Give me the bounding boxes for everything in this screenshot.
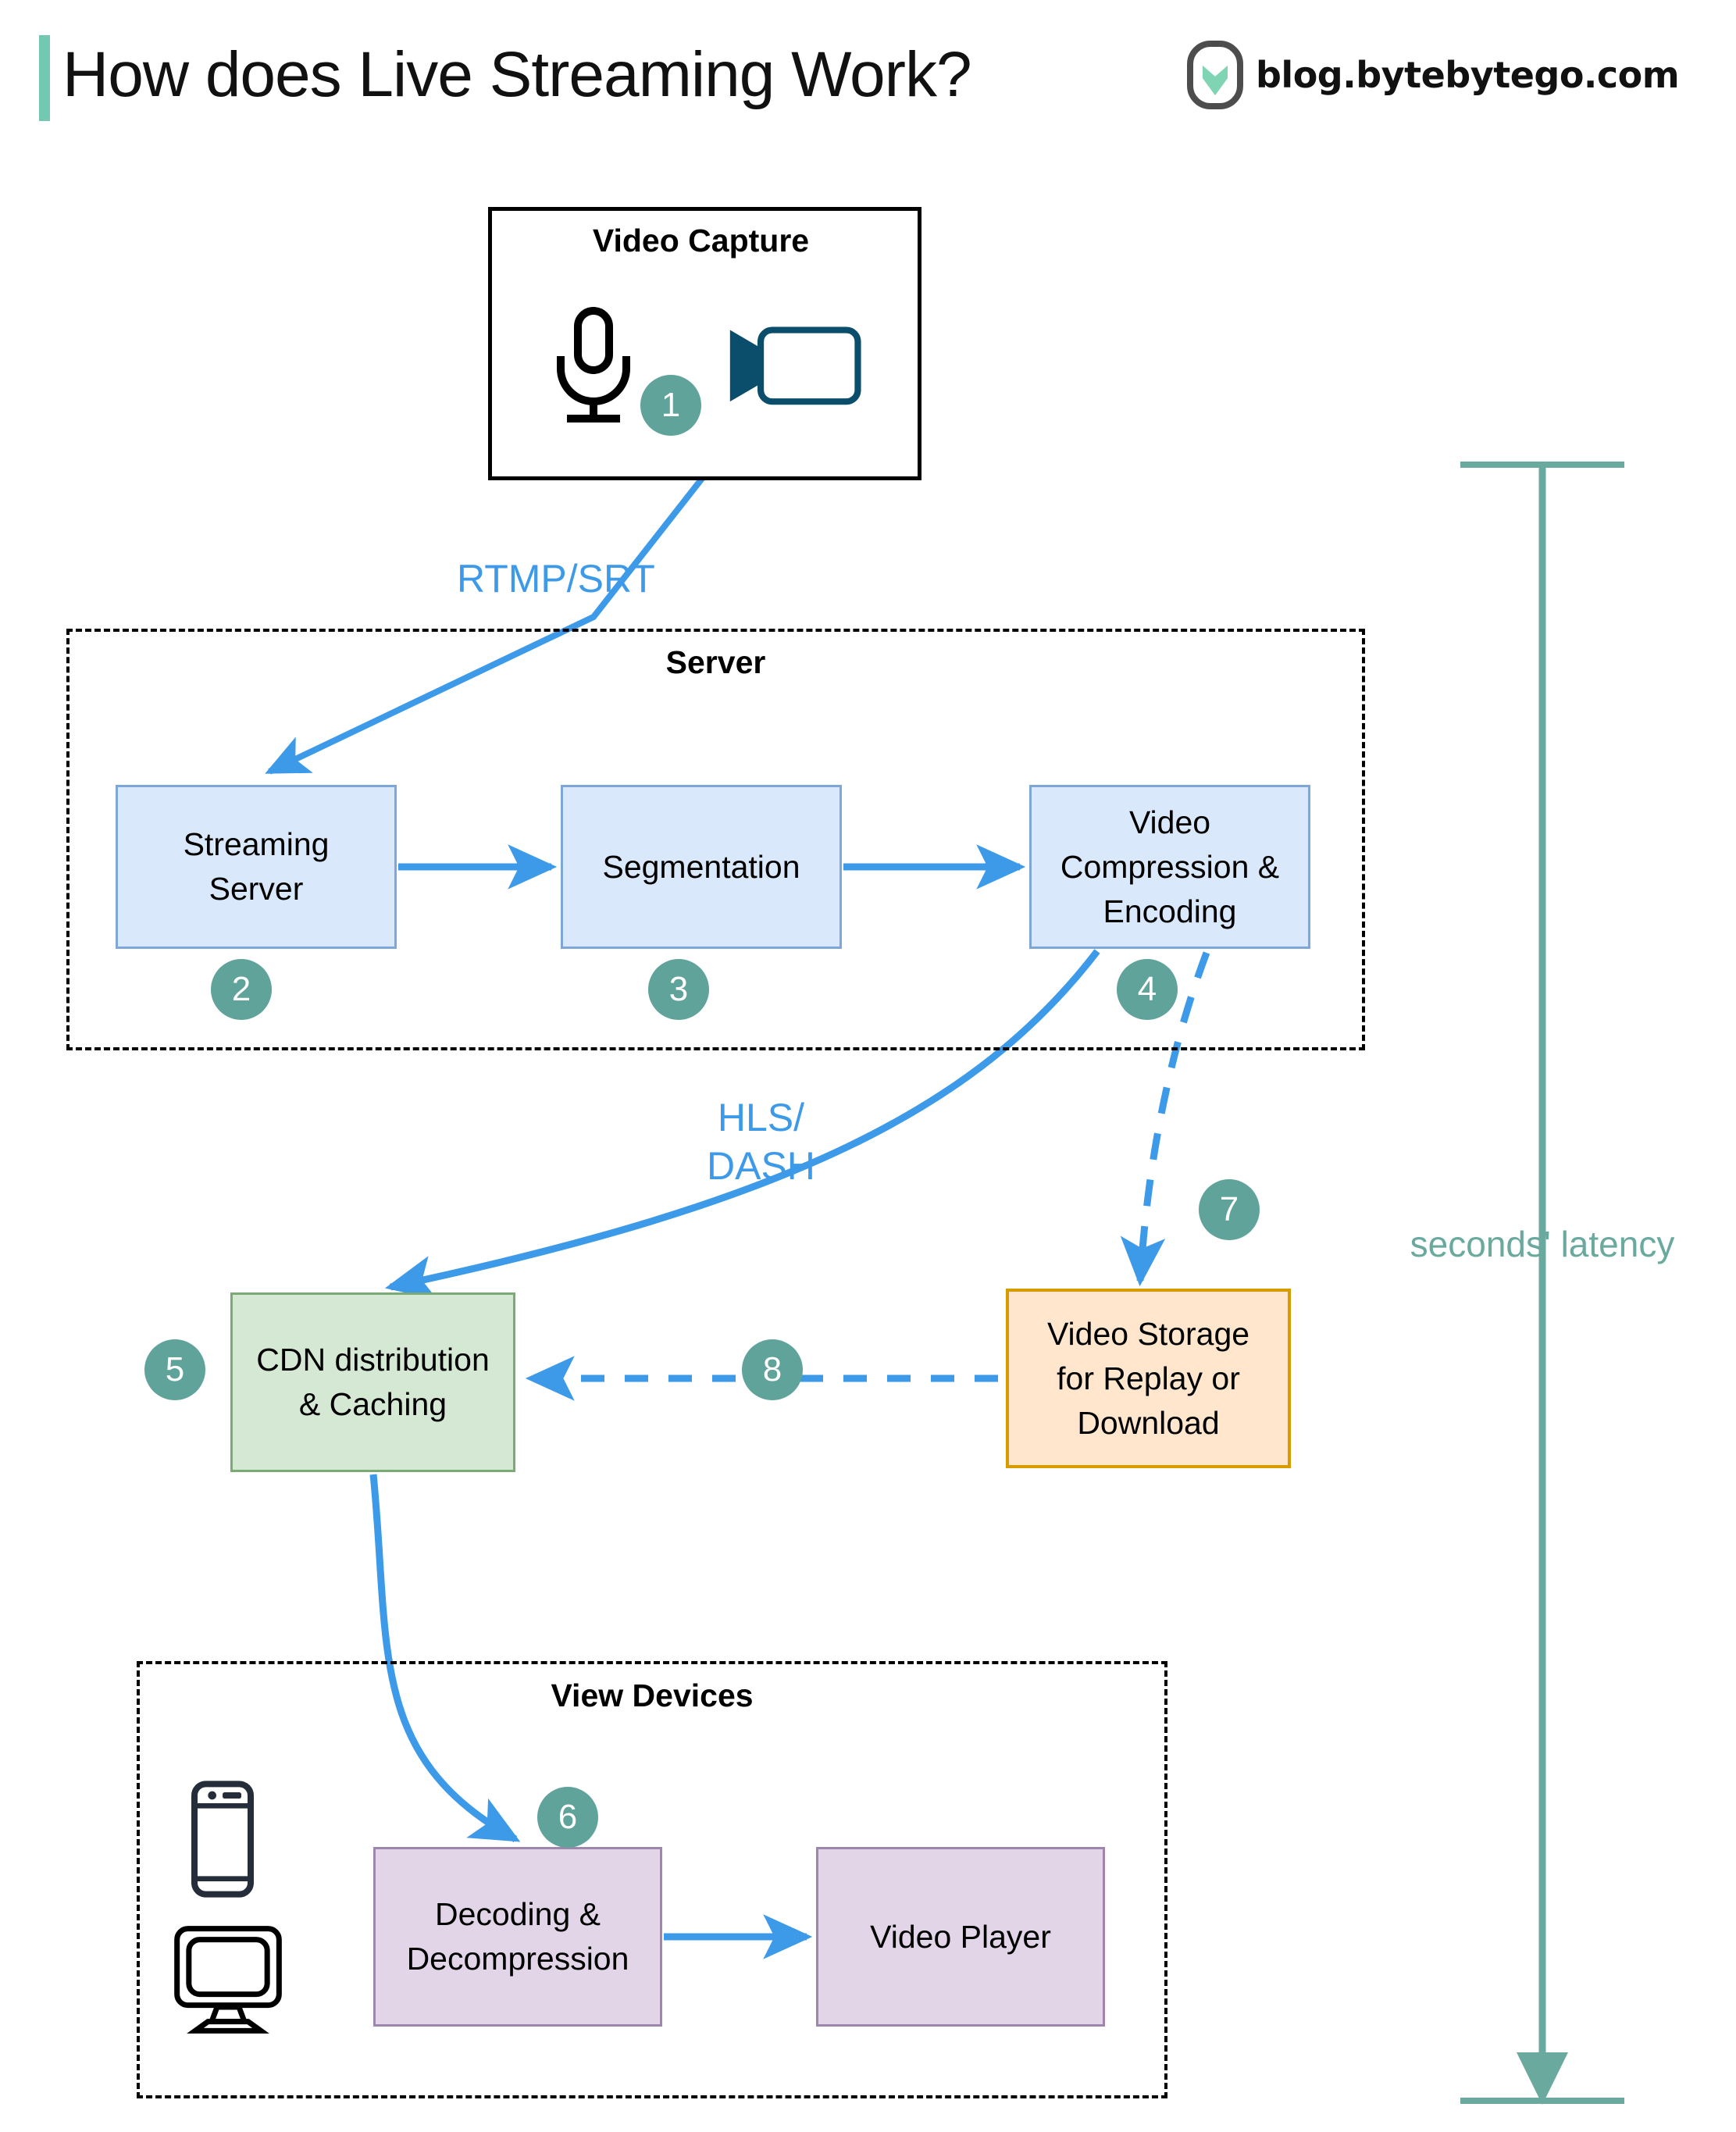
latency-label: seconds' latency <box>1410 1224 1675 1264</box>
view-devices-title: View Devices <box>551 1677 754 1713</box>
step-badge-2: 2 <box>211 959 272 1020</box>
mobile-phone-icon <box>191 1781 254 1898</box>
page-title: How does Live Streaming Work? <box>62 39 972 110</box>
video-capture-title: Video Capture <box>592 223 810 258</box>
decoding-decompression-box[interactable]: Decoding & Decompression <box>373 1847 662 2027</box>
bytebytego-logo-icon <box>1187 41 1243 109</box>
video-player-label: Video Player <box>870 1918 1051 1955</box>
streaming-server-box[interactable]: Streaming Server <box>116 785 397 949</box>
step-badge-4: 4 <box>1117 959 1178 1020</box>
streaming-server-label: Streaming Server <box>183 826 330 907</box>
step-badge-7: 7 <box>1199 1179 1260 1240</box>
header: How does Live Streaming Work? blog.byteb… <box>0 0 1736 156</box>
protocol-label-delivery: HLS/ DASH <box>707 1096 815 1188</box>
step-badge-1: 1 <box>640 375 701 436</box>
brand-text: blog.bytebytego.com <box>1256 54 1680 96</box>
step-badge-8: 8 <box>742 1339 803 1400</box>
video-storage-box[interactable]: Video Storage for Replay or Download <box>1006 1289 1291 1468</box>
segmentation-label: Segmentation <box>602 848 800 885</box>
protocol-label-ingest: RTMP/SRT <box>457 557 655 601</box>
desktop-monitor-icon <box>174 1926 282 2034</box>
step-badge-6: 6 <box>537 1787 598 1848</box>
server-group-title: Server <box>665 644 766 680</box>
view-devices-group <box>137 1661 1167 2098</box>
brand: blog.bytebytego.com <box>1187 41 1680 109</box>
cdn-label: CDN distribution & Caching <box>256 1342 490 1422</box>
cdn-distribution-caching-box[interactable]: CDN distribution & Caching <box>230 1292 515 1472</box>
segmentation-box[interactable]: Segmentation <box>561 785 842 949</box>
video-storage-label: Video Storage for Replay or Download <box>1046 1315 1250 1441</box>
video-compression-encoding-box[interactable]: Video Compression & Encoding <box>1029 785 1310 949</box>
decoding-label: Decoding & Decompression <box>406 1896 629 1977</box>
step-badge-3: 3 <box>648 959 709 1020</box>
video-camera-icon <box>729 326 861 405</box>
video-player-box[interactable]: Video Player <box>816 1847 1105 2027</box>
video-compression-encoding-label: Video Compression & Encoding <box>1060 804 1280 929</box>
step-badge-5: 5 <box>144 1339 205 1400</box>
server-group <box>66 629 1365 1050</box>
title-accent-bar <box>39 35 50 121</box>
microphone-icon <box>557 307 630 422</box>
